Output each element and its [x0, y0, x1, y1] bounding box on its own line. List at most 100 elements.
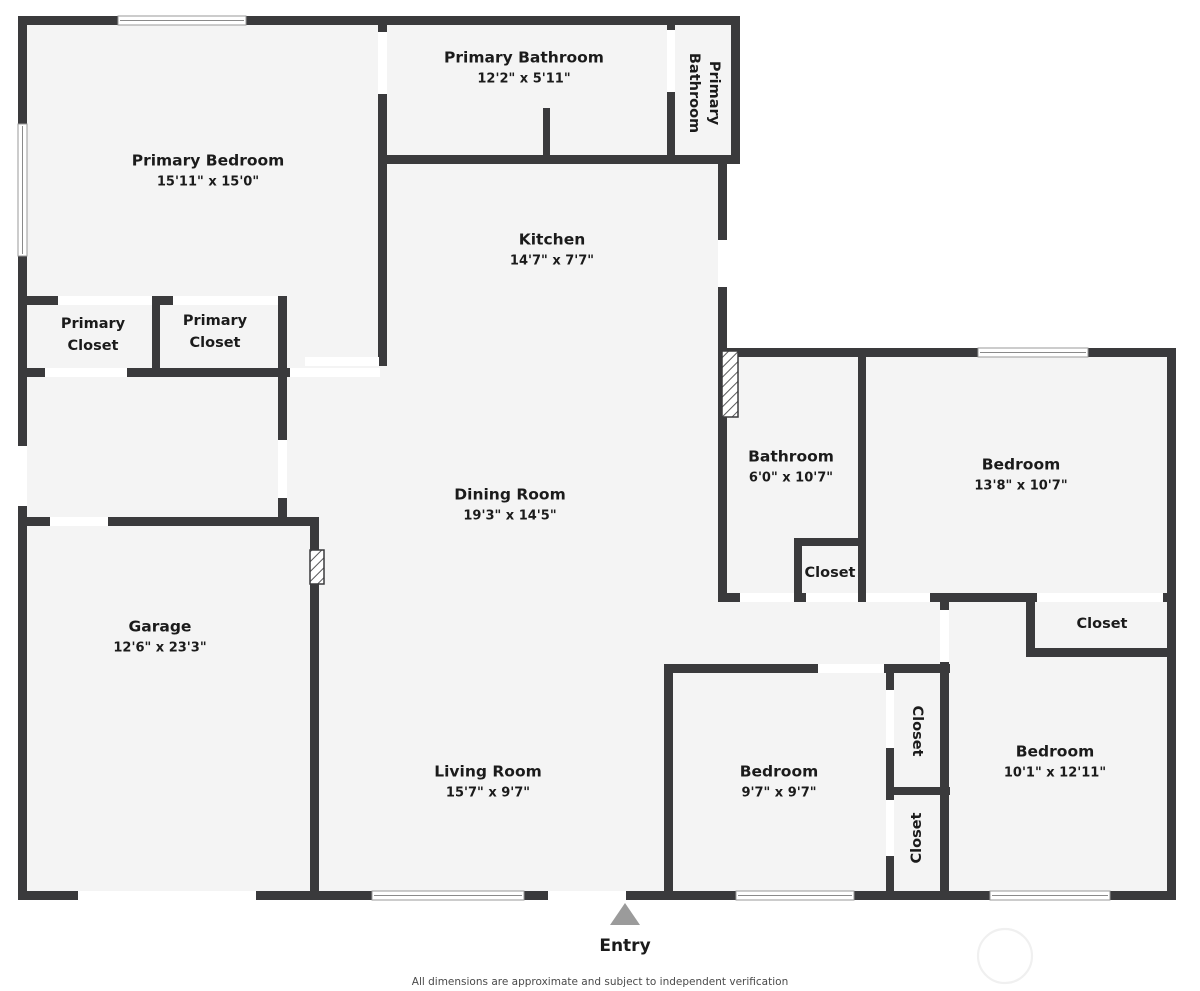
- room-name-living-room: Living Room: [434, 763, 542, 781]
- room-name-primary-closet-left-line2: Closet: [68, 338, 119, 354]
- room-dim-primary-bedroom: 15'11" x 15'0": [157, 175, 259, 190]
- wall-bottom-left: [18, 891, 670, 900]
- opening-entry-door: [548, 891, 626, 900]
- room-name-primary-closet-right-line2: Closet: [190, 335, 241, 351]
- opening-right-lower-door: [940, 610, 949, 662]
- room-name-bedroom-bottom-right: Bedroom: [1016, 743, 1095, 761]
- wall-kitchen-right-upper: [718, 164, 727, 240]
- room-dim-kitchen: 14'7" x 7'7": [510, 254, 594, 269]
- wall-bottom-right: [664, 891, 1176, 900]
- room-dim-bedroom-bottom-center: 9'7" x 9'7": [741, 786, 816, 801]
- opening-closet-left: [58, 296, 152, 305]
- opening-bedroom-center-top: [818, 664, 884, 673]
- room-dim-dining-room: 19'3" x 14'5": [463, 509, 556, 524]
- wall-closet-center-top: [794, 538, 866, 546]
- wall-closet-stack-divider: [886, 787, 950, 795]
- room-dim-bathroom: 6'0" x 10'7": [749, 471, 833, 486]
- windows: [17, 15, 1111, 901]
- fill-kitchen: [386, 164, 726, 374]
- wall-primary-bedroom-right: [378, 16, 387, 366]
- label-group-bedroom-bottom-center: Bedroom 9'7" x 9'7": [740, 763, 819, 801]
- wall-bedroom-center-right: [886, 664, 894, 900]
- hatched-details: [309, 350, 739, 585]
- room-name-primary-bedroom: Primary Bedroom: [132, 152, 285, 170]
- opening-hall-top: [45, 368, 127, 377]
- room-name-garage: Garage: [129, 618, 192, 636]
- wall-garage-right: [310, 517, 319, 900]
- opening-bathroom-bottom: [740, 593, 794, 602]
- opening-hall-right: [278, 440, 287, 498]
- wall-closet-center-left: [794, 538, 802, 598]
- opening-bedroom-ur-bottom: [866, 593, 930, 602]
- opening-closet-right: [173, 296, 278, 305]
- entry-arrow-icon: [610, 903, 640, 925]
- room-name-primary-closet-left-line1: Primary: [61, 316, 126, 332]
- fill-dining: [286, 366, 726, 900]
- room-dim-garage: 12'6" x 23'3": [113, 641, 206, 656]
- opening-dining-top: [290, 368, 380, 377]
- wall-closet-divider: [152, 296, 160, 376]
- wall-bedroom-center-left: [664, 664, 673, 900]
- opening-closet-right-top: [1037, 593, 1163, 602]
- entry-marker-group: Entry: [599, 903, 651, 956]
- room-name-primary-closet-right-line1: Primary: [183, 313, 248, 329]
- room-name-bathroom: Bathroom: [748, 448, 834, 466]
- room-name-dining-room: Dining Room: [454, 486, 565, 504]
- wall-bathroom-bedroom-divider: [858, 348, 866, 602]
- hatch-garage-door-detail: [309, 549, 325, 585]
- opening-pb-bottom: [305, 357, 379, 366]
- opening-garage-door: [78, 891, 256, 900]
- door-openings: [18, 30, 1163, 900]
- room-dim-bedroom-upper-right: 13'8" x 10'7": [974, 479, 1067, 494]
- label-group-garage: Garage 12'6" x 23'3": [113, 618, 206, 656]
- room-dim-living-room: 15'7" x 9'7": [446, 786, 530, 801]
- room-dim-bedroom-bottom-right: 10'1" x 12'11": [1004, 766, 1106, 781]
- room-name-closet-right: Closet: [1077, 616, 1128, 632]
- opening-closet-v-upper: [886, 690, 894, 748]
- opening-kitchen-right: [718, 240, 727, 287]
- room-name-closet-vertical-lower: Closet: [909, 812, 925, 863]
- room-name-kitchen: Kitchen: [519, 231, 586, 249]
- label-group-living-room: Living Room 15'7" x 9'7": [434, 763, 542, 801]
- room-name-bedroom-bottom-center: Bedroom: [740, 763, 819, 781]
- room-name-closet-vertical-upper: Closet: [909, 706, 925, 757]
- opening-pbath-left: [378, 32, 387, 94]
- label-group-primary-closet-left: Primary Closet: [61, 316, 126, 354]
- room-dim-primary-bathroom: 12'2" x 5'11": [477, 72, 570, 87]
- label-group-kitchen: Kitchen 14'7" x 7'7": [510, 231, 594, 269]
- disclaimer-text: All dimensions are approximate and subje…: [412, 976, 788, 988]
- room-name-primary-bathroom: Primary Bathroom: [444, 49, 604, 67]
- wall-hall-right: [278, 296, 287, 526]
- room-name-primary-bathroom-vertical-line1: Primary: [706, 61, 722, 126]
- label-group-primary-bathroom-vertical: Primary Bathroom: [686, 53, 722, 133]
- wall-closet-right-bottom: [1026, 648, 1176, 657]
- wall-right-outer-upper: [1167, 348, 1176, 602]
- entry-label: Entry: [599, 936, 650, 956]
- room-labels: Primary Bedroom 15'11" x 15'0" Primary B…: [61, 49, 1128, 864]
- fill-hallway: [18, 366, 290, 526]
- wall-right-lower-left: [940, 596, 949, 900]
- fill-bedroom-center: [664, 664, 950, 900]
- hatch-bathroom-door: [721, 350, 739, 418]
- label-group-closet-vertical-upper: Closet: [909, 706, 925, 757]
- fill-primary-bathroom: [386, 16, 740, 164]
- wall-closet-bottom: [18, 368, 290, 377]
- opening-hall-left: [18, 446, 27, 506]
- wall-closet-right-left: [1026, 596, 1035, 652]
- opening-closet-v-lower: [886, 800, 894, 856]
- wall-right-top-block: [731, 16, 740, 164]
- label-group-bathroom: Bathroom 6'0" x 10'7": [748, 448, 834, 486]
- watermark-circle-icon: [976, 927, 1034, 985]
- label-group-primary-closet-right: Primary Closet: [183, 313, 248, 351]
- room-name-bedroom-upper-right: Bedroom: [982, 456, 1061, 474]
- room-name-closet-center: Closet: [805, 565, 856, 581]
- wall-bath-bottom: [386, 155, 740, 164]
- wall-right-wing-left: [718, 348, 727, 602]
- label-group-closet-vertical-lower: Closet: [909, 812, 925, 863]
- label-group-bedroom-upper-right: Bedroom 13'8" x 10'7": [974, 456, 1067, 494]
- wall-left-garage: [18, 506, 27, 900]
- opening-pbath-right: [667, 30, 675, 92]
- wall-right-wing-top: [718, 348, 1176, 357]
- label-group-primary-bedroom: Primary Bedroom 15'11" x 15'0": [132, 152, 285, 190]
